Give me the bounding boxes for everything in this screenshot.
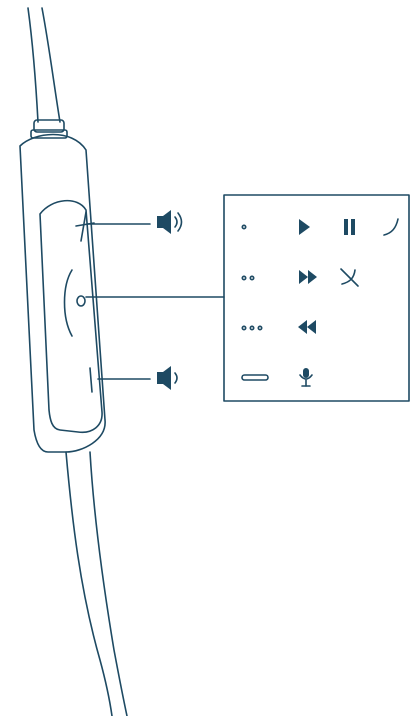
legend-row-triple-press [241,320,316,334]
legend-panel [223,194,410,402]
decline-call-icon [340,268,359,287]
cable-collar [30,119,68,139]
speaker-loud-icon [157,210,183,234]
long-press-bar [241,374,269,381]
leader-lines [85,223,225,380]
triple-press-dots [241,325,263,331]
upper-cable [27,7,61,123]
speaker-quiet-icon [157,366,178,390]
fast-forward-icon [299,270,317,284]
remote-housing [19,133,106,453]
double-press-dots [241,275,255,281]
center-button[interactable] [63,269,86,337]
pause-icon [344,219,355,235]
answer-call-icon [383,218,399,236]
rewind-icon [298,320,316,334]
legend-row-double-press [241,268,359,287]
legend-row-long-press [241,368,313,387]
play-icon [299,219,310,235]
legend-row-single-press [241,218,399,236]
lower-cable [65,451,128,716]
microphone-icon [299,368,313,387]
single-press-dot [241,224,247,230]
volume-down-button[interactable] [89,367,93,393]
